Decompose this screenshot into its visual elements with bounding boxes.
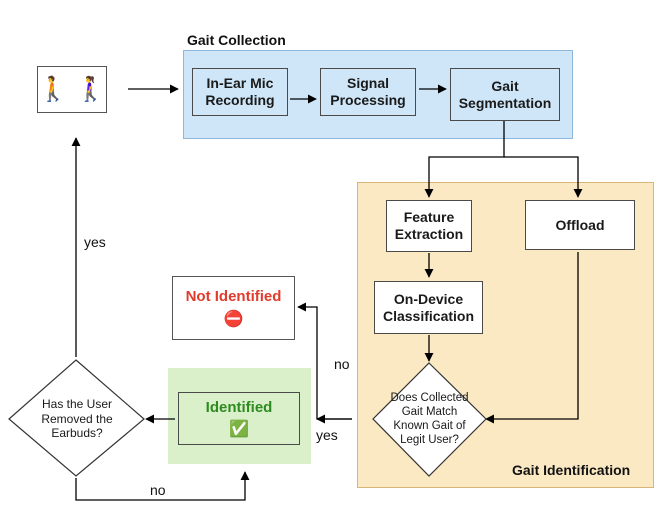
on-device-classification-node: On-Device Classification (374, 281, 483, 334)
feature-extraction-label: Feature Extraction (394, 209, 464, 242)
edge-label-removed-no: no (150, 482, 166, 498)
identified-node: Identified ✅ (178, 392, 300, 445)
not-identified-label: Not Identified (185, 287, 282, 305)
not-identified-node: Not Identified ⛔ (172, 276, 295, 340)
on-device-classification-label: On-Device Classification (382, 290, 475, 324)
identified-region (168, 368, 311, 464)
edge-label-match-no: no (334, 356, 350, 372)
gait-segmentation-node: Gait Segmentation (450, 68, 560, 121)
check-mark-icon: ✅ (229, 418, 249, 438)
offload-node: Offload (525, 200, 635, 250)
edge-label-match-yes: yes (316, 427, 338, 443)
edge-removed-to-identified (75, 471, 250, 501)
edge-label-removed-yes: yes (84, 234, 106, 250)
identified-label: Identified (205, 398, 273, 416)
decision-removed-node: Has the User Removed the Earbuds? (12, 380, 142, 458)
walkers-box: 🚶 🚶‍♀️ (37, 66, 107, 113)
signal-processing-label: Signal Processing (330, 75, 406, 108)
decision-match-node: Does Collected Gait Match Known Gait of … (373, 376, 486, 464)
decision-match-label: Does Collected Gait Match Known Gait of … (390, 392, 469, 446)
edge-segmentation-to-offload (504, 156, 583, 198)
edge-segmentation-to-feature (424, 121, 505, 198)
gait-collection-region (183, 50, 573, 139)
in-ear-mic-label: In-Ear Mic Recording (205, 75, 275, 108)
feature-extraction-node: Feature Extraction (386, 200, 472, 252)
edge-offload-to-decision (485, 252, 579, 424)
gait-identification-title: Gait Identification (512, 462, 631, 478)
walking-people-icon: 🚶 🚶‍♀️ (38, 75, 106, 104)
edge-decision-to-not-identified (297, 302, 352, 420)
gait-segmentation-label: Gait Segmentation (458, 77, 552, 111)
in-ear-mic-node: In-Ear Mic Recording (192, 68, 288, 116)
no-entry-icon: ⛔ (223, 308, 244, 328)
signal-processing-node: Signal Processing (320, 68, 416, 116)
offload-label: Offload (555, 216, 605, 233)
gait-collection-title: Gait Collection (187, 32, 286, 48)
decision-removed-label: Has the User Removed the Earbuds? (41, 397, 113, 441)
